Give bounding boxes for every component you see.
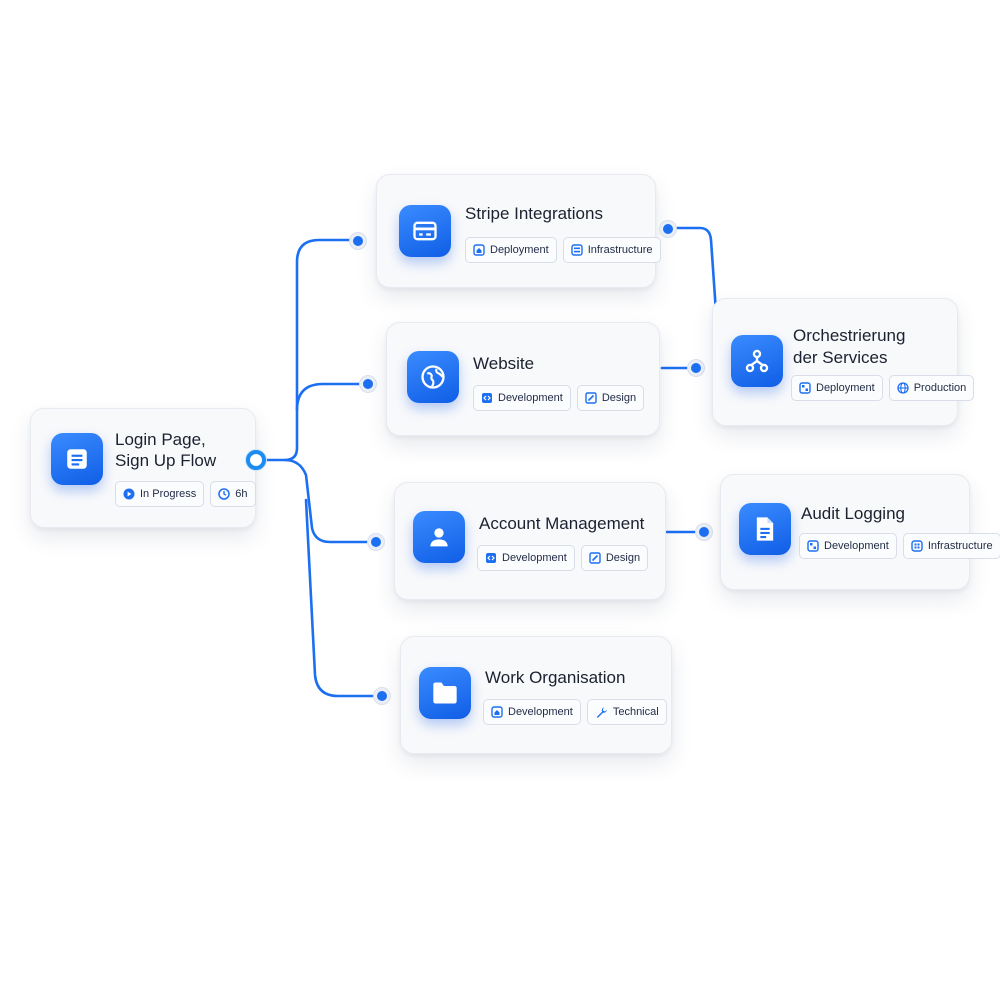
card-orchestrierung[interactable]: Orchestrierung der Services Deployment P… xyxy=(712,298,975,426)
card-title: Login Page, Sign Up Flow xyxy=(115,430,217,470)
tag-chip[interactable]: Production xyxy=(888,375,975,401)
folder-icon xyxy=(419,667,471,719)
tag-chip[interactable]: Deployment xyxy=(791,375,883,401)
chip-label: In Progress xyxy=(140,488,197,500)
tag-chip[interactable]: Deployment xyxy=(465,237,557,263)
account-input-port[interactable] xyxy=(368,534,384,550)
website-input-port[interactable] xyxy=(360,376,376,392)
tag-chip[interactable]: Technical xyxy=(586,699,667,725)
tag-chip[interactable]: Infrastructure xyxy=(902,533,1000,559)
chip-label: Design xyxy=(601,392,637,404)
play-circle-icon xyxy=(123,488,135,500)
connector-root-account xyxy=(283,458,374,544)
document-lines-icon xyxy=(51,433,103,485)
chip-label: Infrastructure xyxy=(587,244,653,256)
work-input-port[interactable] xyxy=(374,688,390,704)
website-output-port[interactable] xyxy=(688,360,704,376)
connector-root-website xyxy=(295,382,368,412)
wrench-icon xyxy=(596,706,607,718)
card-audit-logging[interactable]: Audit Logging Development Infrastructure xyxy=(720,474,1000,590)
tag-chip[interactable]: Development xyxy=(483,699,581,725)
chip-label: Design xyxy=(605,552,641,564)
card-account-management[interactable]: Account Management Development Design xyxy=(394,482,666,600)
chip-label: Infrastructure xyxy=(927,540,993,552)
time-chip[interactable]: 6h xyxy=(210,481,256,507)
chip-label: Development xyxy=(824,540,889,552)
grid-box-icon xyxy=(807,540,819,552)
card-title: Stripe Integrations xyxy=(465,204,603,223)
pencil-square-icon xyxy=(585,392,597,404)
chip-icon xyxy=(911,540,923,552)
code-icon xyxy=(486,553,496,563)
clock-icon xyxy=(218,488,230,500)
tag-chip[interactable]: Development xyxy=(799,533,897,559)
tag-chip[interactable]: Design xyxy=(580,545,649,571)
stripe-output-port[interactable] xyxy=(660,221,676,237)
hierarchy-icon xyxy=(731,335,783,387)
stripe-input-port[interactable] xyxy=(350,233,366,249)
tag-chip[interactable]: Development xyxy=(477,545,575,571)
card-website[interactable]: Website Development Design xyxy=(386,322,660,436)
card-title: Orchestrierung der Services xyxy=(793,326,906,367)
card-title: Account Management xyxy=(479,514,645,533)
server-icon xyxy=(571,244,583,256)
card-title: Website xyxy=(473,354,535,373)
chip-label: Development xyxy=(502,552,567,564)
grid-box-icon xyxy=(799,382,811,394)
credit-card-icon xyxy=(399,205,451,257)
globe-icon xyxy=(407,351,459,403)
chip-label: Production xyxy=(913,382,967,394)
chip-label: Technical xyxy=(612,706,659,718)
card-work-organisation[interactable]: Work Organisation Development Technical xyxy=(400,636,672,754)
status-chip[interactable]: In Progress xyxy=(115,481,205,507)
tag-chip[interactable]: Infrastructure xyxy=(562,237,661,263)
card-stripe-integrations[interactable]: Stripe Integrations Deployment Infrastru… xyxy=(376,174,661,288)
file-text-icon xyxy=(739,503,791,555)
chip-label: Development xyxy=(508,706,573,718)
user-icon xyxy=(413,511,465,563)
card-title: Audit Logging xyxy=(801,504,905,523)
home-box-icon xyxy=(491,706,503,718)
account-output-port[interactable] xyxy=(696,524,712,540)
tag-chip[interactable]: Design xyxy=(576,385,645,411)
home-box-icon xyxy=(473,244,485,256)
globe-small-icon xyxy=(897,382,909,394)
card-login-page[interactable]: Login Page, Sign Up Flow In Progress 6h xyxy=(30,408,256,528)
tag-chip[interactable]: Development xyxy=(473,385,571,411)
code-icon xyxy=(482,393,492,403)
card-title: Work Organisation xyxy=(485,668,626,687)
connector-root-trunk xyxy=(260,238,360,462)
connector-stripe-orchestration xyxy=(668,226,718,314)
chip-label: Development xyxy=(498,392,563,404)
pencil-square-icon xyxy=(589,552,601,564)
connector-root-work xyxy=(304,498,380,698)
chip-label: Deployment xyxy=(490,244,549,256)
chip-label: Deployment xyxy=(816,382,875,394)
chip-label: 6h xyxy=(235,488,248,500)
root-output-port[interactable] xyxy=(246,450,266,470)
